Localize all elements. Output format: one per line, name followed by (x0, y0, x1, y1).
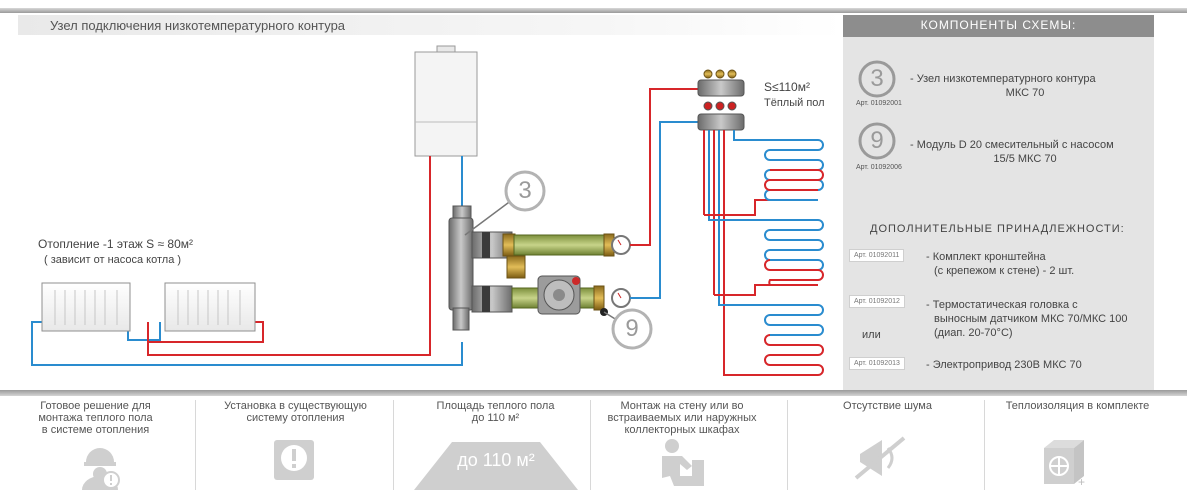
worker-warning-icon (82, 448, 120, 490)
svg-text:+: + (1078, 475, 1085, 488)
accessory-1-line2: (с крепежом к стене) - 2 шт. (934, 265, 1075, 277)
bottom-divider (0, 390, 1187, 396)
accessory-2-art: Арт. 01092012 (849, 295, 905, 308)
feature-floor-area: Площадь теплого пола до 110 м² (408, 400, 583, 424)
component-9-line2: 15/5 МКС 70 (993, 153, 1057, 165)
floor-area-icon-text: до 110 м² (457, 450, 535, 470)
callout-3-leader (464, 199, 513, 236)
floor-area-icon: до 110 м² (414, 442, 578, 490)
feature-separator (590, 400, 591, 490)
feature-existing-system: Установка в существующую систему отоплен… (208, 400, 383, 424)
title-bar (18, 15, 844, 35)
radiator-left (41, 282, 131, 332)
feature-6-line1: Теплоизоляция в комплекте (1005, 400, 1150, 412)
radiator-return-pipe (31, 321, 463, 366)
callout-9-circle (611, 308, 653, 350)
feature-separator (393, 400, 394, 490)
floor-heating-label: Тёплый пол (764, 97, 825, 109)
feature-1-line2: монтажа теплого пола (38, 412, 153, 424)
component-3-number: 3 (870, 65, 884, 92)
pump (537, 275, 581, 315)
feature-no-noise: Отсутствие шума (800, 400, 975, 412)
installer-icon (662, 439, 704, 486)
floor-area-label: S≤110м² (764, 80, 810, 94)
floor-supply-pipe (630, 88, 700, 246)
feature-separator (787, 400, 788, 490)
no-noise-icon (854, 436, 906, 480)
feature-1-line3: в системе отопления (41, 424, 150, 436)
callout-3-circle (504, 170, 546, 212)
feature-2-line1: Установка в существующую (224, 400, 367, 412)
radiator-link-pipe (127, 322, 161, 341)
heating-note: ( зависит от насоса котла ) (44, 254, 182, 266)
page-title: Узел подключения низкотемпературного кон… (50, 18, 346, 33)
accessory-3-line1: - Электропривод 230В МКС 70 (926, 359, 1082, 371)
feature-separator (195, 400, 196, 490)
insulation-box-icon: + (1044, 440, 1085, 488)
feature-separator (984, 400, 985, 490)
radiator-right (164, 282, 256, 332)
feature-3-line1: Площадь теплого пола (436, 400, 555, 412)
floor-return-pipe (630, 121, 700, 299)
component-9-number: 9 (870, 127, 884, 154)
exclamation-icon (274, 440, 314, 480)
component-3-line1: - Узел низкотемпературного контура (910, 73, 1096, 85)
component-9-circle (858, 122, 896, 160)
feature-4-line3: коллекторных шкафах (624, 424, 740, 436)
component-3-circle (858, 60, 896, 98)
feature-4-line2: встраиваемых или наружных (607, 412, 757, 424)
components-panel-header (843, 15, 1154, 37)
callout-9-number: 9 (625, 315, 639, 342)
radiator-link-hot (147, 321, 264, 343)
boiler (414, 45, 478, 157)
accessories-heading: ДОПОЛНИТЕЛЬНЫЕ ПРИНАДЛЕЖНОСТИ: (870, 223, 1125, 235)
manifold (697, 69, 745, 131)
feature-2-line2: систему отопления (246, 412, 345, 424)
feature-mounting: Монтаж на стену или во встраиваемых или … (592, 400, 772, 436)
accessory-2-line3: (диап. 20-70°С) (934, 327, 1013, 339)
mixing-unit (448, 205, 615, 331)
component-3-line2: МКС 70 (1005, 87, 1045, 99)
accessory-1-line1: - Комплект кронштейна (926, 251, 1046, 263)
feature-4-line1: Монтаж на стену или во (620, 400, 744, 412)
floor-heating-loops (703, 130, 824, 376)
heating-label: Отопление -1 этаж S ≈ 80м² (38, 237, 193, 251)
feature-insulation: Теплоизоляция в комплекте (990, 400, 1165, 412)
component-3-art: Арт. 01092001 (856, 100, 902, 107)
top-divider (0, 8, 1187, 13)
accessory-2-line2: выносным датчиком МКС 70/МКС 100 (934, 313, 1128, 325)
accessory-2-line1: - Термостатическая головка с (926, 299, 1078, 311)
accessory-1-art: Арт. 01092011 (849, 249, 905, 262)
feature-3-line2: до 110 м² (471, 412, 520, 424)
feature-5-line1: Отсутствие шума (843, 400, 932, 412)
accessory-3-art: Арт. 01092013 (849, 357, 905, 370)
or-label: или (862, 329, 881, 341)
components-heading: КОМПОНЕНТЫ СХЕМЫ: (920, 18, 1077, 32)
feature-1-line1: Готовое решение для (40, 400, 151, 412)
feature-ready-solution: Готовое решение для монтажа теплого пола… (8, 400, 183, 436)
component-9-art: Арт. 01092006 (856, 164, 902, 171)
thermometers (611, 235, 631, 308)
callout-3-number: 3 (518, 177, 532, 204)
component-9-line1: - Модуль D 20 смесительный с насосом (910, 139, 1114, 151)
